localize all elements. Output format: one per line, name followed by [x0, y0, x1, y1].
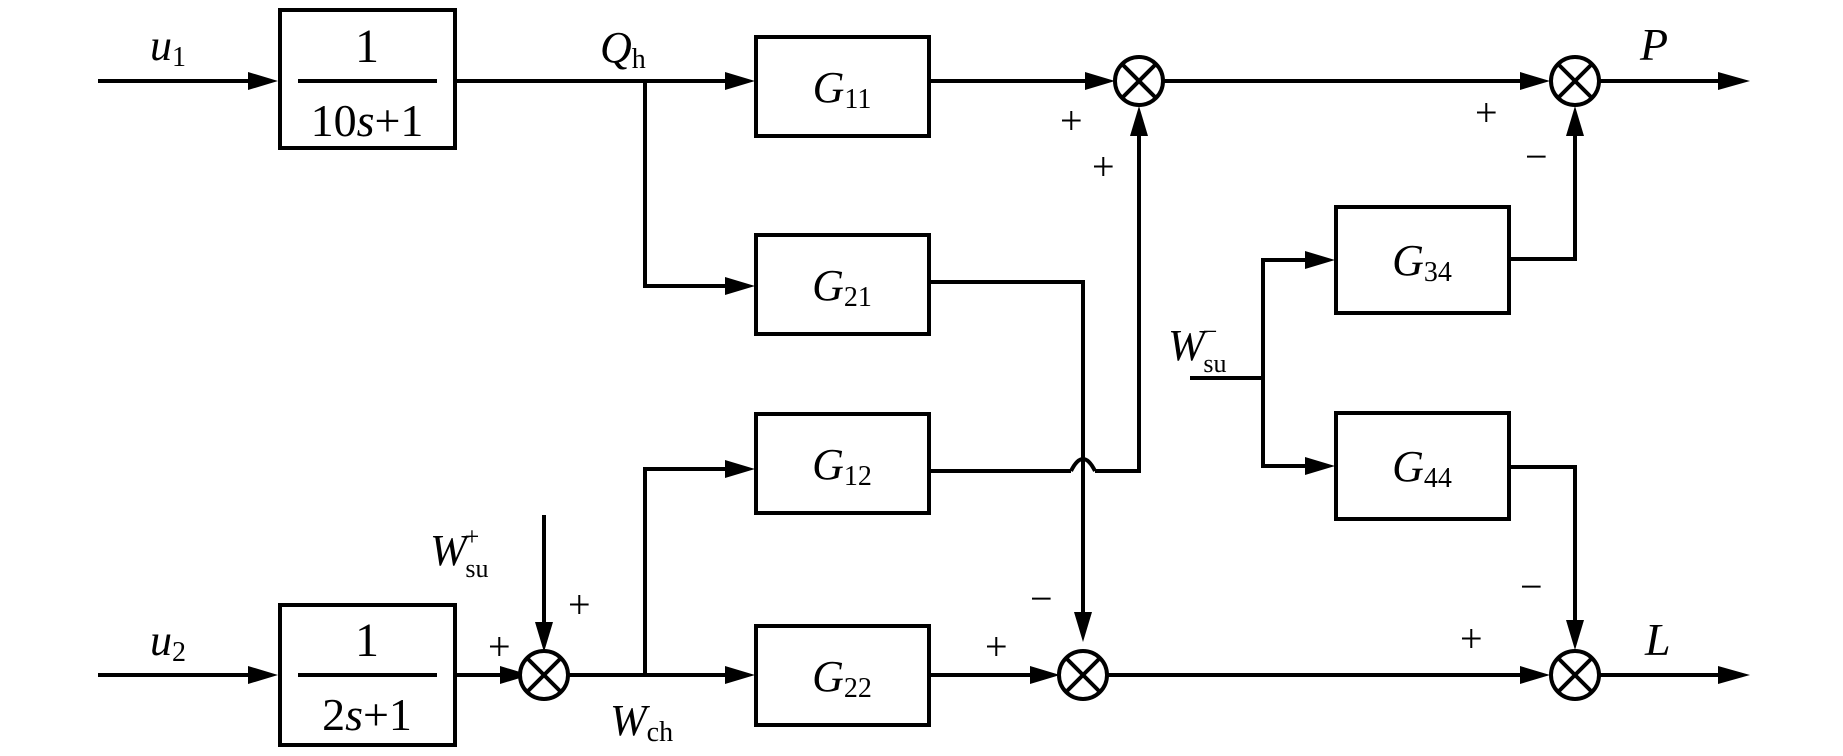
arrow-to-g44 — [1305, 457, 1335, 475]
output-l-label: L — [1644, 614, 1671, 665]
filter-1-denominator: 10s+1 — [311, 95, 424, 146]
filter-1-numerator: 1 — [355, 20, 379, 73]
arrow-to-g12 — [725, 460, 755, 478]
arrow-u1 — [248, 72, 278, 90]
block-g11 — [754, 35, 931, 138]
sum2-top-sign: − — [1030, 576, 1053, 621]
signal-wch-label: Wch — [610, 696, 673, 748]
wire-g12-hop — [1069, 457, 1097, 472]
block-g44-label: G44 — [1392, 442, 1452, 494]
arrow-to-sum3 — [500, 666, 530, 684]
arrow-to-g22 — [725, 666, 755, 684]
block-g21-label: G21 — [812, 261, 872, 313]
block-g12 — [754, 412, 931, 515]
sum5-left-sign: + — [1460, 616, 1483, 661]
arrow-to-sum4 — [1520, 72, 1550, 90]
sum-junction-3-cross-b — [525, 656, 563, 694]
sum-junction-4-cross-b — [1556, 62, 1594, 100]
sum2-left-sign: + — [985, 624, 1008, 669]
block-g34 — [1334, 205, 1511, 315]
signal-qh-label: Qh — [600, 23, 646, 75]
arrow-wsu-plus — [535, 622, 553, 652]
arrow-to-g34 — [1305, 251, 1335, 269]
arrow-to-g21 — [725, 277, 755, 295]
sum1-bottom-sign: + — [1092, 144, 1115, 189]
arrow-g22-to-sum2 — [1030, 666, 1060, 684]
sum3-top-sign: + — [568, 582, 591, 627]
arrow-to-sum5 — [1520, 666, 1550, 684]
input-u1-label: u1 — [150, 21, 186, 73]
arrow-l-out — [1718, 666, 1750, 684]
arrow-p-out — [1718, 72, 1750, 90]
filter-2-denominator: 2s+1 — [322, 689, 412, 740]
sum-junction-1-cross-b — [1120, 62, 1158, 100]
block-g21 — [754, 233, 931, 336]
arrow-to-sum2 — [1074, 612, 1092, 642]
sum1-left-sign: + — [1060, 98, 1083, 143]
arrow-to-sum4-bottom — [1566, 106, 1584, 136]
arrow-to-sum5-top — [1566, 620, 1584, 650]
block-g44 — [1334, 411, 1511, 521]
sum4-left-sign: + — [1475, 90, 1498, 135]
arrow-u2 — [248, 666, 278, 684]
input-u2-label: u2 — [150, 616, 186, 668]
sum4-top-sign: − — [1525, 134, 1548, 179]
arrow-to-sum1-bottom — [1130, 106, 1148, 136]
signal-wsu-minus-label: W−su — [1168, 317, 1226, 378]
block-g12-label: G12 — [812, 440, 872, 492]
block-g34-label: G34 — [1392, 236, 1452, 288]
sum5-top-sign: − — [1520, 564, 1543, 609]
output-p-label: P — [1639, 19, 1668, 70]
filter-2-numerator: 1 — [355, 614, 379, 667]
sum-junction-5-cross-b — [1556, 656, 1594, 694]
sum3-left-sign: + — [488, 624, 511, 669]
signal-wsu-plus-label: W+su — [430, 522, 488, 583]
block-g22 — [754, 624, 931, 727]
block-g11-label: G11 — [813, 63, 872, 115]
arrow-to-sum1 — [1085, 72, 1115, 90]
arrow-to-g11 — [725, 72, 755, 90]
block-g22-label: G22 — [812, 652, 872, 704]
sum-junction-2-cross-b — [1064, 656, 1102, 694]
